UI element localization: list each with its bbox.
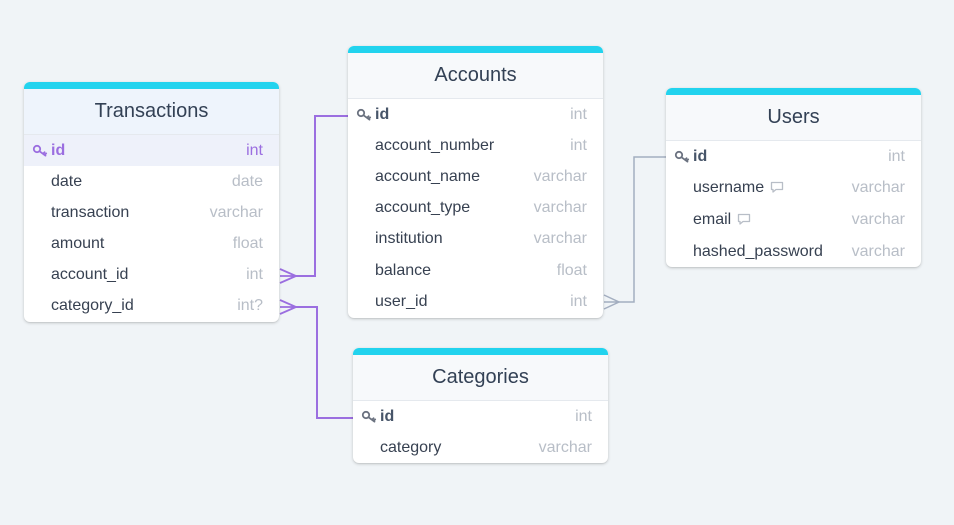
table-accent-bar <box>353 348 608 355</box>
field-type: varchar <box>851 211 905 228</box>
field-type: date <box>231 173 263 190</box>
field-row-id[interactable]: id int <box>348 99 603 130</box>
field-row-institution[interactable]: institution varchar <box>348 223 603 255</box>
field-type: varchar <box>851 243 905 260</box>
field-name: account_name <box>375 168 480 185</box>
field-row-user-id[interactable]: user_id int <box>348 286 603 318</box>
field-type: float <box>556 262 587 279</box>
table-title[interactable]: Categories <box>353 355 608 401</box>
field-row-email[interactable]: email varchar <box>666 204 921 236</box>
field-row-category-id[interactable]: category_id int? <box>24 290 279 322</box>
field-name: amount <box>51 235 105 252</box>
field-type: int <box>570 137 587 154</box>
table-users[interactable]: Users id int username varchar email varc… <box>666 88 921 267</box>
table-categories[interactable]: Categories id int category varchar <box>353 348 608 463</box>
primary-key-icon <box>356 108 372 120</box>
field-row-category[interactable]: category varchar <box>353 432 608 463</box>
field-name: balance <box>375 262 432 279</box>
field-row-username[interactable]: username varchar <box>666 172 921 204</box>
relation-accounts-users[interactable] <box>619 156 666 303</box>
field-name: hashed_password <box>693 243 823 260</box>
field-name: id <box>51 142 66 159</box>
primary-key-icon <box>32 144 48 156</box>
field-type: varchar <box>851 179 905 196</box>
crowfoot-category-id <box>279 299 299 315</box>
field-type: int <box>570 106 587 123</box>
table-accent-bar <box>24 82 279 89</box>
field-row-account-id[interactable]: account_id int <box>24 259 279 290</box>
table-transactions[interactable]: Transactions id int date date transactio… <box>24 82 279 322</box>
field-type: int <box>888 148 905 165</box>
field-name: id <box>380 408 395 425</box>
field-name: account_id <box>51 266 129 283</box>
field-name: account_type <box>375 199 471 216</box>
crowfoot-account-id <box>279 268 299 284</box>
table-accent-bar <box>666 88 921 95</box>
field-type: int <box>575 408 592 425</box>
field-row-account-name[interactable]: account_name varchar <box>348 161 603 192</box>
table-title[interactable]: Accounts <box>348 53 603 99</box>
field-name: username <box>693 179 765 196</box>
field-name: email <box>693 211 732 228</box>
table-title[interactable]: Transactions <box>24 89 279 135</box>
field-type: int <box>246 142 263 159</box>
field-type: float <box>232 235 263 252</box>
field-name: user_id <box>375 293 428 310</box>
field-type: int <box>570 293 587 310</box>
primary-key-icon <box>674 150 690 162</box>
field-row-id[interactable]: id int <box>666 141 921 172</box>
field-type: varchar <box>533 168 587 185</box>
comment-icon[interactable] <box>737 213 751 225</box>
field-name: category <box>380 439 442 456</box>
field-name: date <box>51 173 83 190</box>
crowfoot-user-id <box>603 294 621 310</box>
field-row-account-type[interactable]: account_type varchar <box>348 192 603 223</box>
field-row-amount[interactable]: amount float <box>24 228 279 259</box>
comment-icon[interactable] <box>770 181 784 193</box>
field-row-balance[interactable]: balance float <box>348 255 603 286</box>
field-type: varchar <box>533 199 587 216</box>
table-accent-bar <box>348 46 603 53</box>
table-accounts[interactable]: Accounts id int account_number int accou… <box>348 46 603 318</box>
field-row-account-number[interactable]: account_number int <box>348 130 603 161</box>
field-name: id <box>375 106 390 123</box>
field-name: institution <box>375 230 443 247</box>
field-name: category_id <box>51 297 134 314</box>
field-type: int? <box>237 297 263 314</box>
field-row-date[interactable]: date date <box>24 166 279 197</box>
field-type: varchar <box>533 230 587 247</box>
relation-transactions-categories[interactable] <box>296 306 353 419</box>
field-row-transaction[interactable]: transaction varchar <box>24 197 279 228</box>
field-type: int <box>246 266 263 283</box>
relation-transactions-accounts[interactable] <box>296 115 348 277</box>
field-name-wrap: email <box>693 204 751 236</box>
field-row-id[interactable]: id int <box>353 401 608 432</box>
field-type: varchar <box>538 439 592 456</box>
field-name: account_number <box>375 137 495 154</box>
field-name: id <box>693 148 708 165</box>
field-name: transaction <box>51 204 130 221</box>
primary-key-icon <box>361 410 377 422</box>
field-type: varchar <box>209 204 263 221</box>
table-title[interactable]: Users <box>666 95 921 141</box>
field-row-id[interactable]: id int <box>24 135 279 166</box>
field-row-hashed-password[interactable]: hashed_password varchar <box>666 236 921 267</box>
field-name-wrap: username <box>693 172 784 204</box>
